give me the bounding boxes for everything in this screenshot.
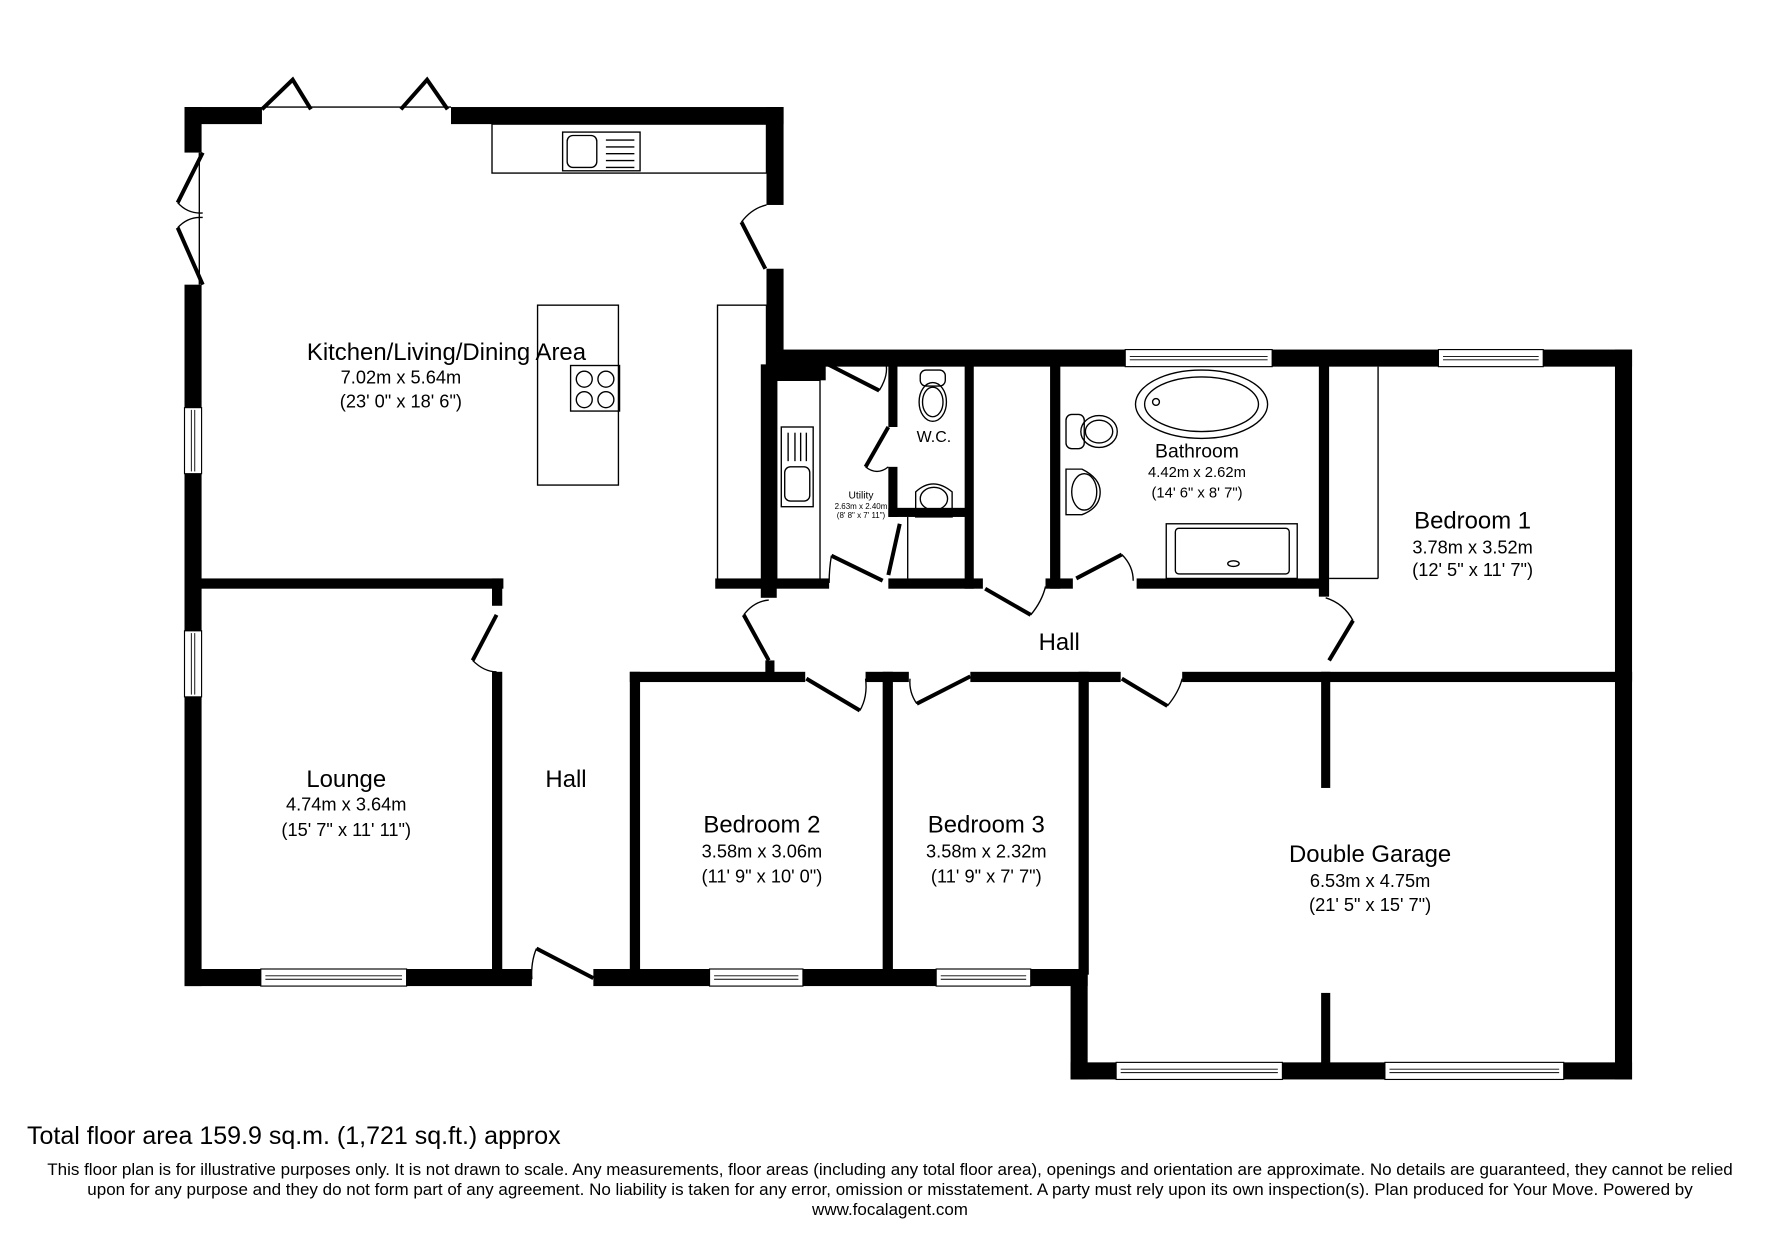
hall-east-name: Hall (1039, 629, 1080, 656)
room-labels: Kitchen/Living/Dining Area 7.02m x 5.64m… (281, 339, 1533, 915)
utility-name: Utility (848, 491, 874, 502)
lounge-name: Lounge (306, 766, 386, 793)
garage-metric: 6.53m x 4.75m (1310, 871, 1431, 891)
windows (183, 348, 1565, 1081)
tall-units (716, 304, 768, 585)
bedroom1-name: Bedroom 1 (1414, 507, 1531, 534)
utility-counter (776, 379, 821, 581)
kitchen-sink (561, 131, 641, 172)
utility-sink (780, 426, 814, 508)
kitchen-counter (491, 123, 768, 174)
bedroom3-imperial: (11' 9" x 7' 7") (931, 866, 1042, 886)
wc-name: W.C. (917, 429, 952, 446)
shower-tray (1165, 523, 1298, 580)
bedroom2-name: Bedroom 2 (703, 811, 820, 838)
bathroom-name: Bathroom (1155, 441, 1239, 463)
kitchen-name: Kitchen/Living/Dining Area (307, 339, 587, 366)
bathroom-imperial: (14' 6" x 8' 7") (1151, 486, 1242, 502)
bedroom1-imperial: (12' 5" x 11' 7") (1412, 560, 1533, 580)
bedroom2-imperial: (11' 9" x 10' 0") (702, 866, 823, 886)
garage-imperial: (21' 5" x 15' 7") (1309, 895, 1431, 915)
kitchen-island (536, 304, 620, 486)
lounge-imperial: (15' 7" x 11' 11") (281, 820, 411, 840)
utility-metric: 2.63m x 2.40m (835, 502, 888, 511)
kitchen-metric: 7.02m x 5.64m (341, 368, 462, 388)
bedroom3-name: Bedroom 3 (928, 811, 1045, 838)
hob (569, 364, 621, 412)
kitchen-imperial: (23' 0" x 18' 6") (340, 392, 462, 412)
bedroom1-metric: 3.78m x 3.52m (1412, 537, 1533, 557)
total-floor-area: Total floor area 159.9 sq.m. (1,721 sq.f… (27, 1122, 561, 1150)
garage-name: Double Garage (1289, 841, 1451, 868)
doors (175, 76, 1355, 980)
hall-west-name: Hall (545, 766, 586, 793)
utility-imperial: (8' 8" x 7' 11") (837, 511, 886, 520)
bath (1134, 369, 1269, 440)
bedroom3-metric: 3.58m x 2.32m (926, 841, 1047, 861)
disclaimer: This floor plan is for illustrative purp… (47, 1160, 1733, 1219)
bathroom-metric: 4.42m x 2.62m (1148, 465, 1246, 481)
lounge-metric: 4.74m x 3.64m (286, 795, 407, 815)
fixtures (491, 123, 1379, 585)
interior-walls (184, 364, 1633, 1073)
exterior-walls (184, 107, 1633, 1080)
bedroom2-metric: 3.58m x 3.06m (702, 841, 823, 861)
